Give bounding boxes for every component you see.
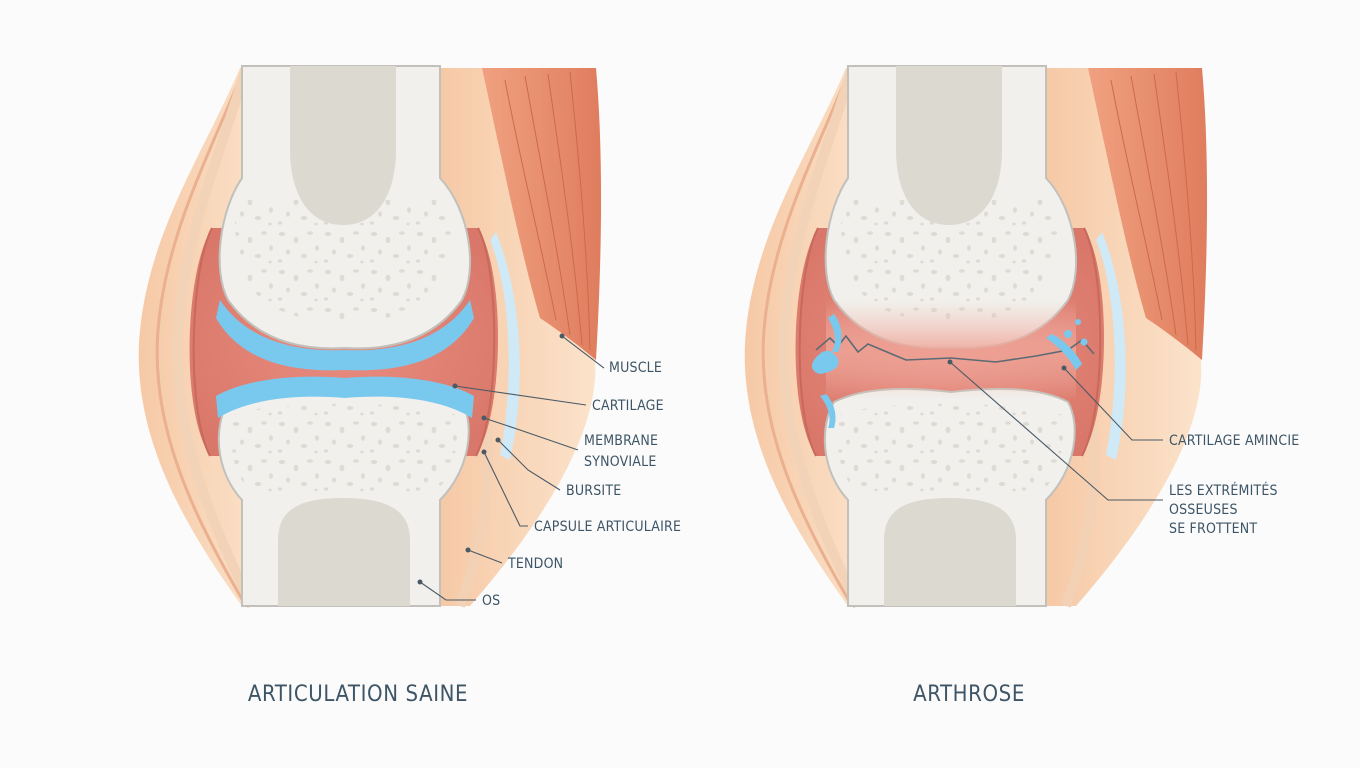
label-extremites-2: OSSEUSES: [1169, 502, 1238, 518]
label-muscle: MUSCLE: [609, 360, 662, 376]
healthy-labels: MUSCLE CARTILAGE MEMBRANE SYNOVIALE BURS…: [417, 333, 681, 609]
label-capsule: CAPSULE ARTICULAIRE: [534, 519, 681, 535]
label-cartilage-amincie: CARTILAGE AMINCIE: [1169, 433, 1299, 449]
label-membrane-1: MEMBRANE: [584, 433, 658, 449]
label-cartilage: CARTILAGE: [592, 398, 664, 414]
label-extremites-3: SE FROTTENT: [1169, 521, 1257, 537]
label-bursite: BURSITE: [566, 483, 621, 499]
title-healthy: ARTICULATION SAINE: [248, 682, 468, 707]
label-os: OS: [482, 593, 500, 609]
label-extremites-1: LES EXTRÉMITÉS: [1169, 482, 1278, 499]
label-membrane-2: SYNOVIALE: [584, 454, 656, 470]
title-arthrose: ARTHROSE: [913, 682, 1025, 707]
label-tendon: TENDON: [507, 556, 563, 572]
arthrose-joint: [745, 66, 1207, 606]
healthy-joint: [139, 66, 601, 606]
arthrose-labels: CARTILAGE AMINCIE LES EXTRÉMITÉS OSSEUSE…: [947, 359, 1299, 537]
